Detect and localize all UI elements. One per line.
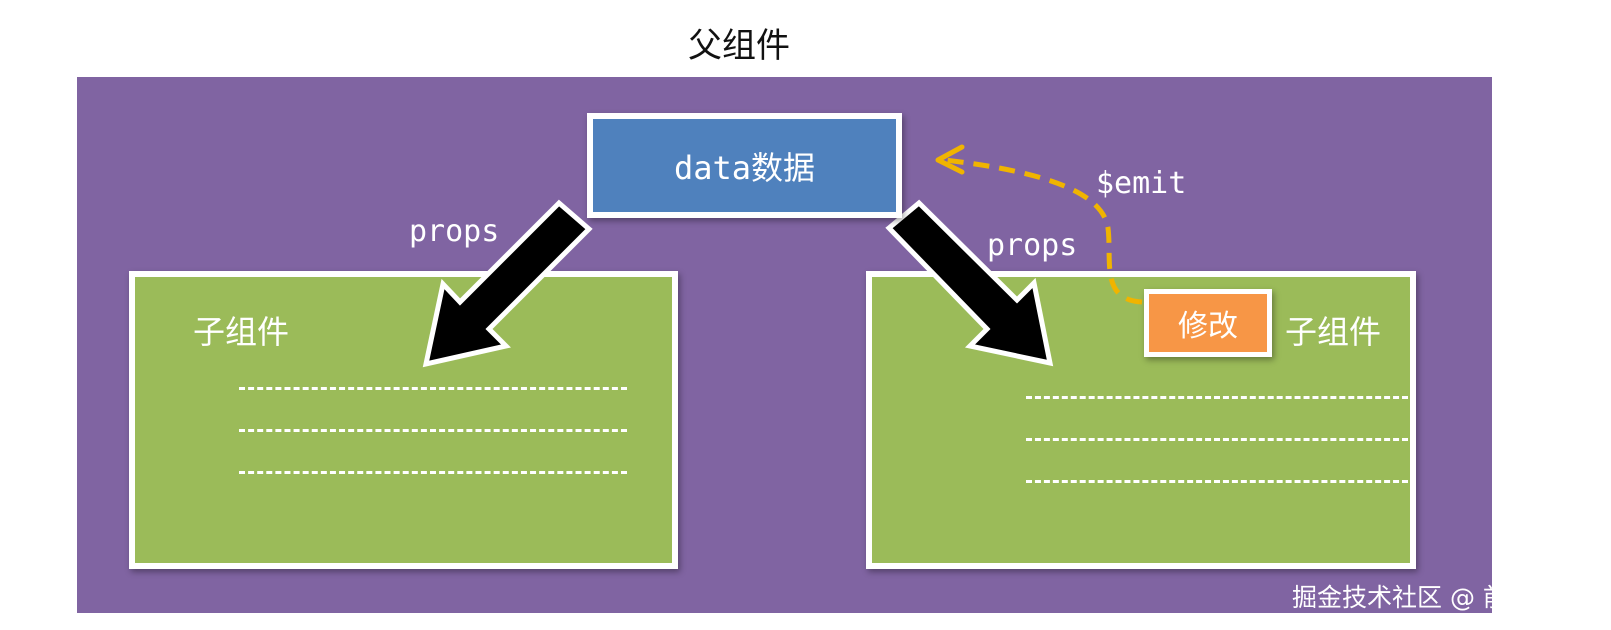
emit-arrow [944, 157, 1143, 305]
left-dash-line [239, 429, 627, 432]
parent-component-title: 父组件 [688, 26, 790, 66]
watermark: 掘金技术社区 @ 前端_小周 [1292, 583, 1596, 612]
left-child-label: 子组件 [193, 313, 290, 351]
props-label-right: props [987, 228, 1078, 263]
data-node-label: data数据 [673, 148, 816, 187]
edit-button-label: 修改 [1178, 309, 1238, 344]
data-node: data数据 [587, 113, 902, 218]
props-arrow-right [885, 199, 1054, 367]
right-dash-line [1026, 438, 1408, 441]
right-child-label: 子组件 [1285, 313, 1382, 351]
right-dash-line [1026, 396, 1408, 399]
left-dash-line [239, 387, 627, 390]
left-child-component: 子组件 [129, 271, 678, 569]
props-arrow-left [422, 199, 593, 368]
emit-label: $emit [1096, 166, 1187, 201]
edit-button[interactable]: 修改 [1144, 289, 1272, 357]
left-dash-line [239, 471, 627, 474]
right-child-component: 子组件 [866, 271, 1416, 569]
right-dash-line [1026, 480, 1408, 483]
props-label-left: props [409, 214, 500, 249]
emit-arrowhead [935, 144, 965, 175]
